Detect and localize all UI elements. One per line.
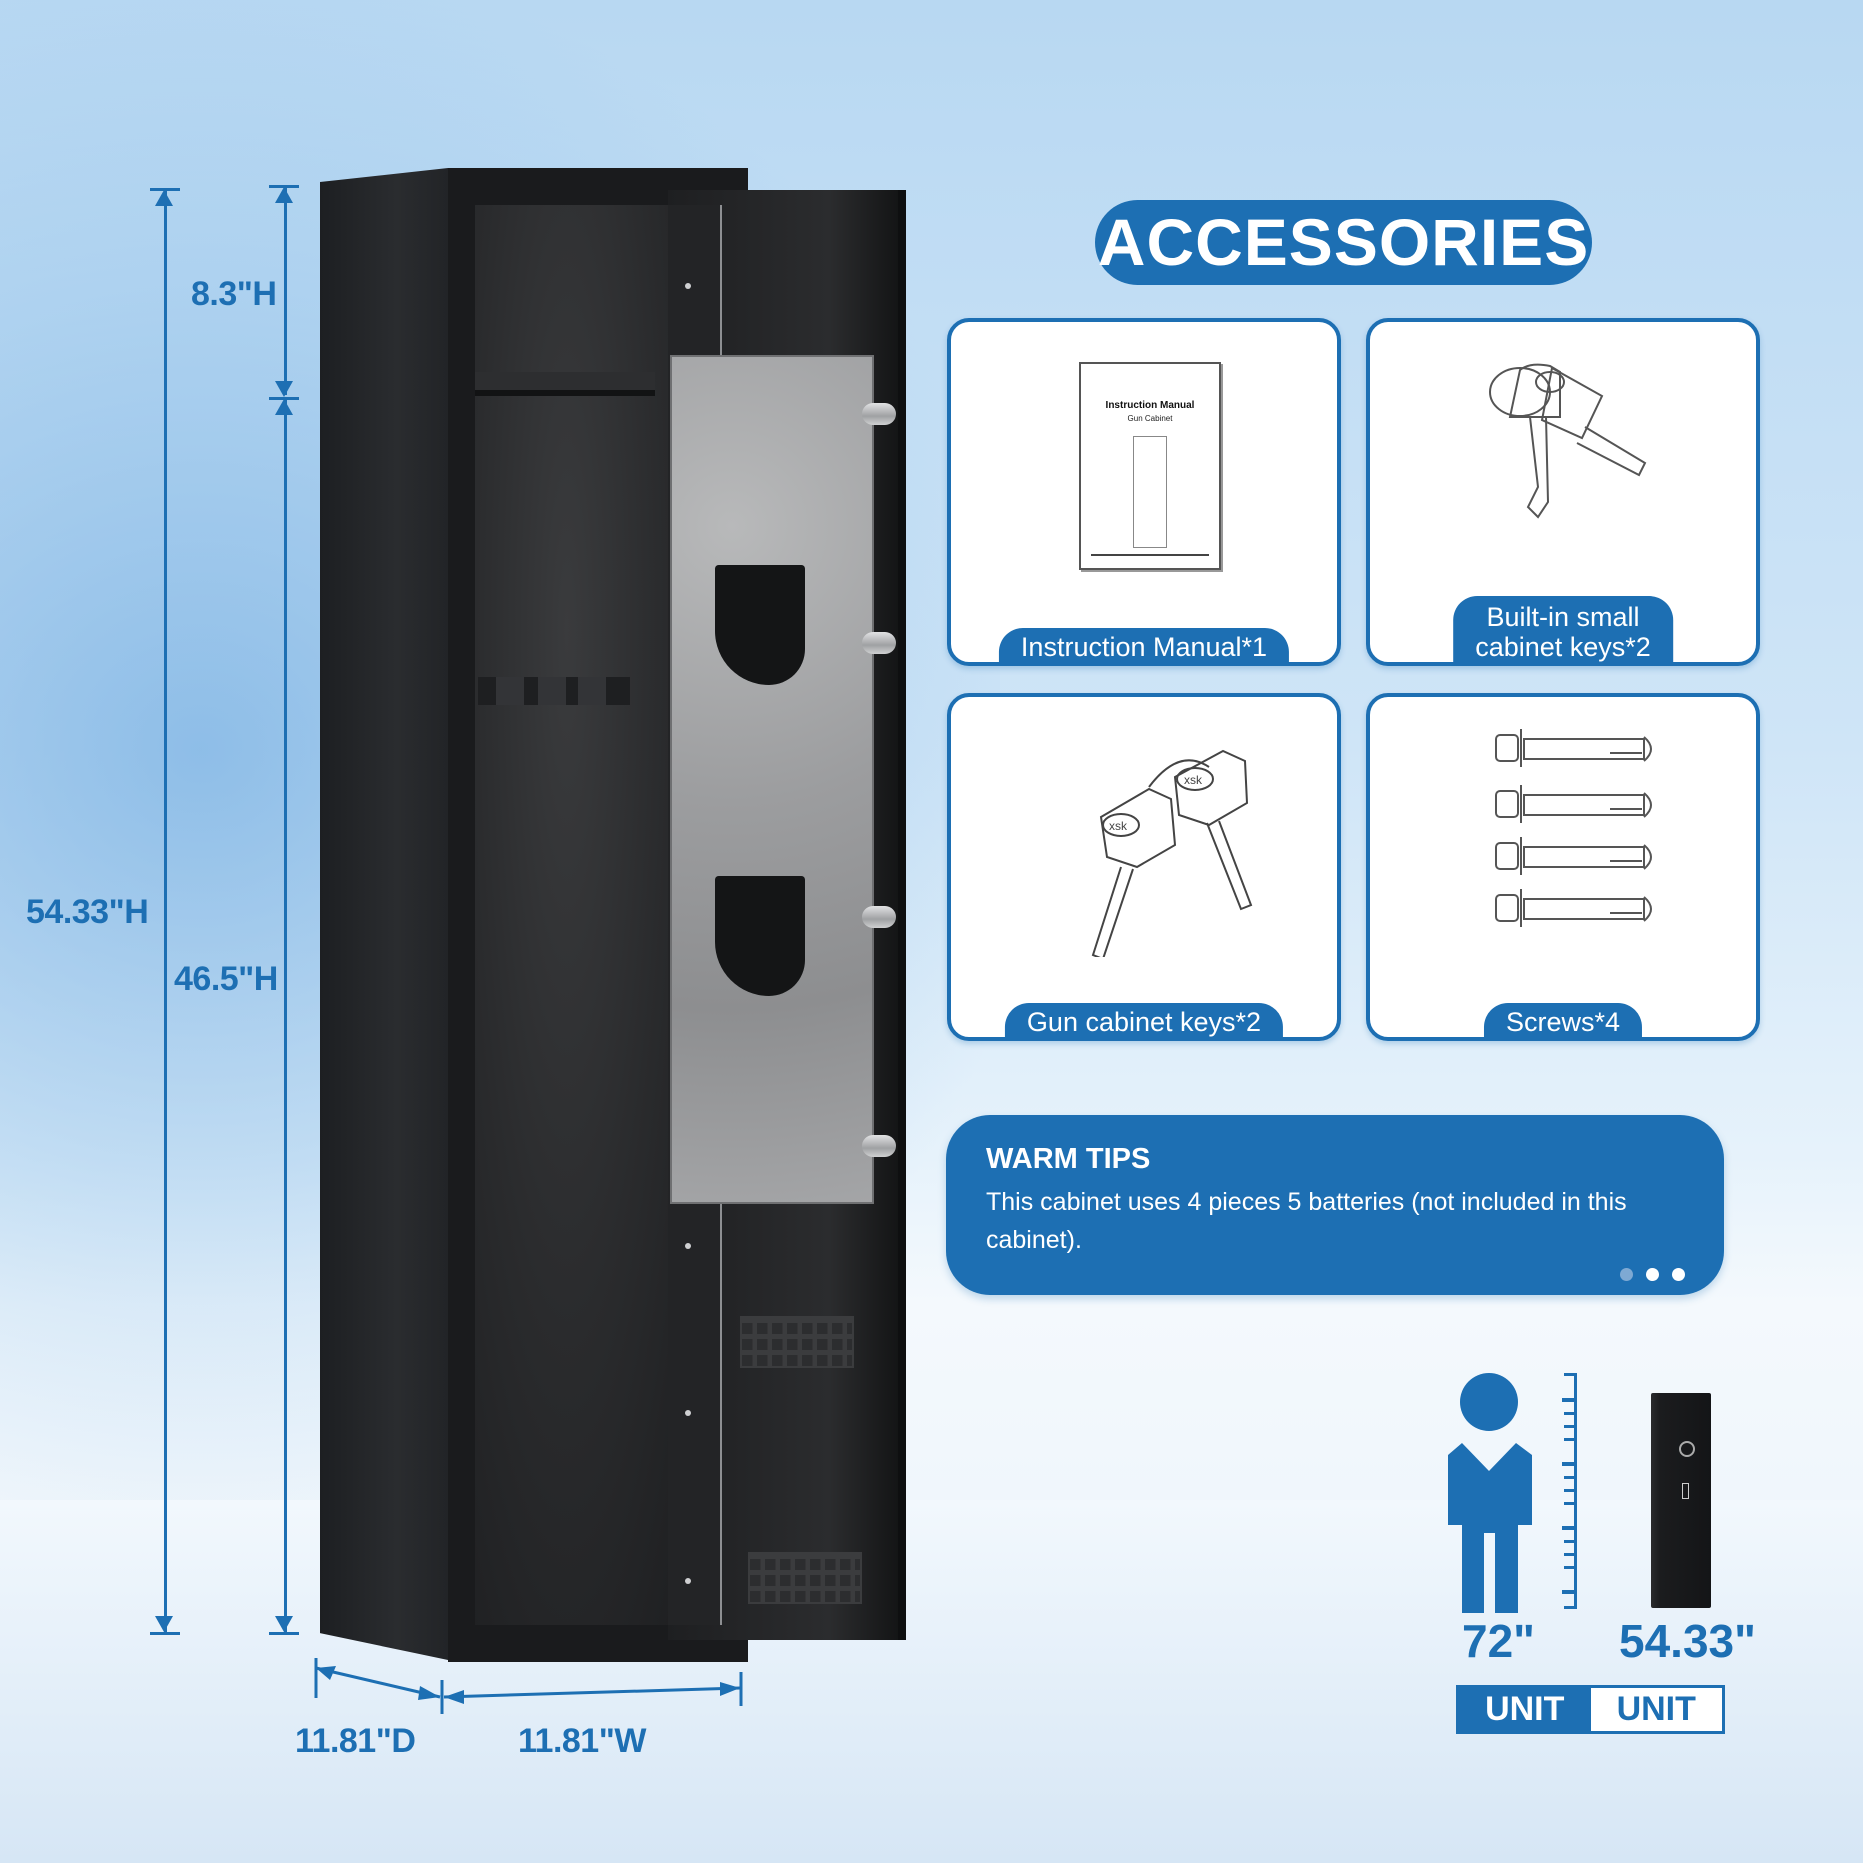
accessory-label-line2: cabinet keys*2 xyxy=(1475,632,1651,662)
door-storage-grate xyxy=(740,1316,854,1368)
unit-option-left[interactable]: UNIT xyxy=(1459,1688,1591,1731)
locking-bolt xyxy=(862,906,896,928)
screw-icon xyxy=(685,1410,691,1416)
arrow-down-icon xyxy=(275,381,293,397)
accessory-label: Built-in small cabinet keys*2 xyxy=(1453,596,1673,662)
manual-title: Instruction Manual xyxy=(1105,400,1195,411)
instruction-manual-icon: Instruction Manual Gun Cabinet xyxy=(951,322,1337,582)
accessory-label: Instruction Manual*1 xyxy=(998,628,1290,662)
locking-bolt xyxy=(862,403,896,425)
screw-icon xyxy=(685,283,691,289)
accessory-card-small-keys: Built-in small cabinet keys*2 xyxy=(1366,318,1760,666)
accessories-title: ACCESSORIES xyxy=(1095,200,1592,285)
person-height-label: 72" xyxy=(1462,1615,1535,1667)
manual-cover: Instruction Manual Gun Cabinet xyxy=(1079,362,1221,570)
accessory-card-manual: Instruction Manual Gun Cabinet Instructi… xyxy=(947,318,1341,666)
cabinet-shelf xyxy=(475,372,655,396)
floor xyxy=(0,1500,1863,1863)
top-compartment-label: 8.3"H xyxy=(191,275,277,313)
accessory-label: Screws*4 xyxy=(1483,1003,1643,1037)
pagination-dot[interactable] xyxy=(1646,1268,1659,1281)
locking-bolt xyxy=(862,632,896,654)
pagination-dot[interactable] xyxy=(1672,1268,1685,1281)
pagination-dot-active[interactable] xyxy=(1620,1268,1633,1281)
width-label: 11.81"W xyxy=(518,1722,646,1760)
small-keys-icon xyxy=(1489,363,1647,519)
dim-cap xyxy=(269,185,299,188)
accessory-label: Gun cabinet keys*2 xyxy=(1004,1003,1284,1037)
screw-icon xyxy=(685,1243,691,1249)
dim-cap xyxy=(269,397,299,400)
dim-cap xyxy=(150,188,180,191)
dim-cap xyxy=(269,1632,299,1635)
cabinet-height-label: 54.33" xyxy=(1619,1615,1756,1667)
manual-subtitle: Gun Cabinet xyxy=(1127,414,1173,423)
dim-line xyxy=(164,190,167,1632)
screw-icon xyxy=(685,1578,691,1584)
depth-label: 11.81"D xyxy=(295,1722,416,1760)
barrel-rest-rack xyxy=(478,677,630,705)
dim-cap xyxy=(150,1632,180,1635)
keypad-icon xyxy=(1679,1441,1695,1457)
pistol-pouch-icon xyxy=(715,565,805,685)
warm-tips-body: This cabinet uses 4 pieces 5 batteries (… xyxy=(986,1188,1627,1254)
expansion-screws-icon xyxy=(1495,729,1652,927)
unit-toggle[interactable]: UNIT UNIT xyxy=(1456,1685,1725,1734)
svg-text:xsk: xsk xyxy=(1184,773,1203,787)
gun-cabinet-keys-icon: xsk xsk xyxy=(1091,749,1253,957)
dim-line xyxy=(284,400,287,1632)
arrow-down-icon xyxy=(155,1616,173,1632)
door-storage-grate xyxy=(748,1552,862,1604)
pistol-pouch-icon xyxy=(715,876,805,996)
arrow-down-icon xyxy=(275,1616,293,1632)
person-silhouette-icon xyxy=(1448,1373,1532,1613)
manual-cabinet-sketch xyxy=(1133,436,1167,548)
total-height-label: 54.33"H xyxy=(26,893,149,931)
accessory-card-screws: Screws*4 xyxy=(1366,693,1760,1041)
dim-line xyxy=(284,187,287,395)
accessory-label-line1: Built-in small xyxy=(1486,602,1640,632)
handle-icon xyxy=(1682,1483,1689,1499)
svg-text:xsk: xsk xyxy=(1109,819,1128,833)
cabinet-side xyxy=(320,168,448,1660)
warm-tips-banner: WARM TIPS This cabinet uses 4 pieces 5 b… xyxy=(946,1115,1724,1295)
manual-footer xyxy=(1091,554,1209,556)
mini-cabinet-icon xyxy=(1651,1393,1711,1608)
accessory-card-gun-keys: xsk xsk Gun cabinet keys*2 xyxy=(947,693,1341,1041)
lower-compartment-label: 46.5"H xyxy=(174,960,278,998)
door-felt-panel xyxy=(670,355,874,1204)
warm-tips-title: WARM TIPS xyxy=(986,1143,1151,1175)
depth-width-arrows-icon xyxy=(314,1658,743,1714)
cabinet-interior xyxy=(475,205,705,1625)
unit-option-right[interactable]: UNIT xyxy=(1590,1688,1722,1731)
locking-bolt xyxy=(862,1135,896,1157)
